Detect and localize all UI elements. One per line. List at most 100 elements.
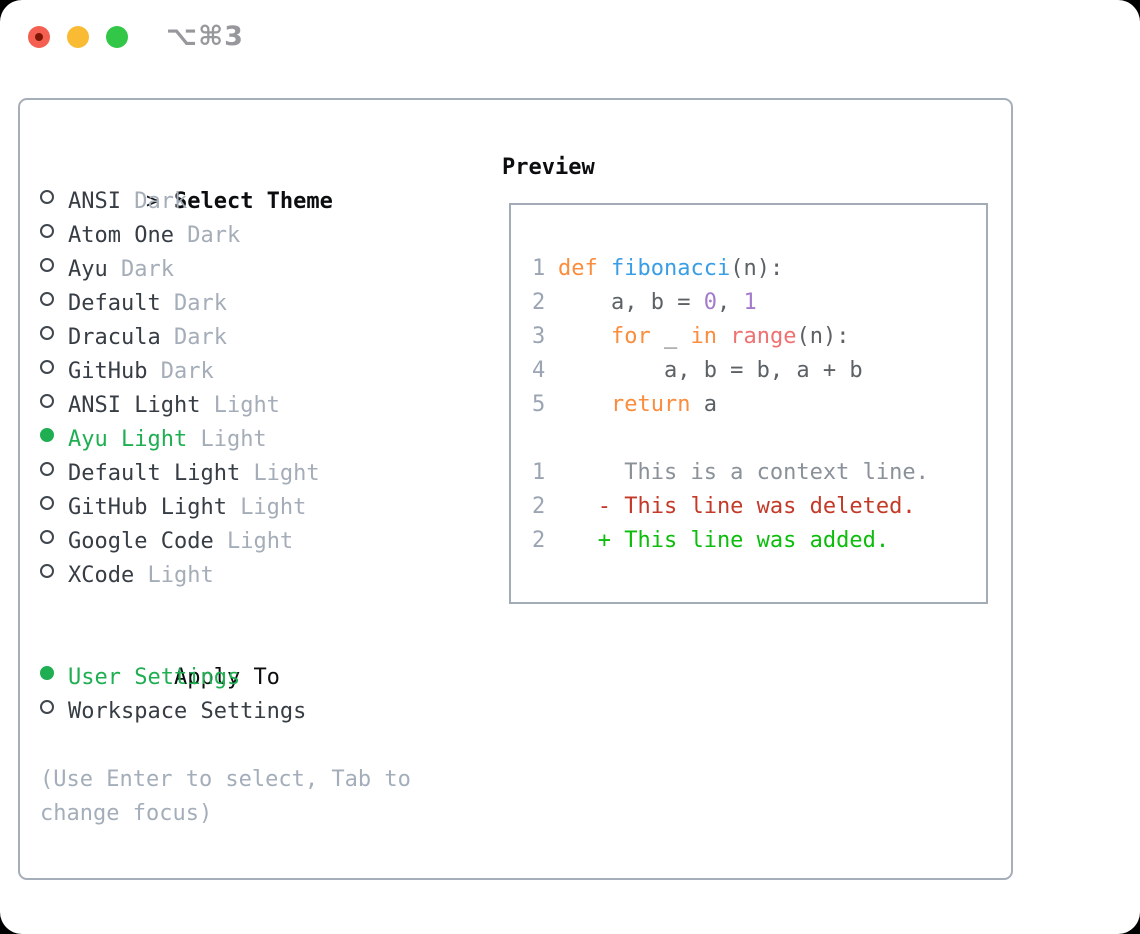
code-segment-default: _	[650, 324, 691, 349]
window-shortcut-label: ⌥⌘3	[166, 21, 244, 52]
theme-name: ANSI	[68, 189, 135, 214]
radio-icon	[40, 389, 68, 423]
code-line: 1 This is a context line.	[532, 456, 986, 490]
radio-selected-icon	[40, 661, 68, 695]
code-line: 4 a, b = b, a + b	[532, 354, 986, 388]
spacer	[40, 729, 440, 763]
radio-icon	[40, 287, 68, 321]
radio-icon	[40, 321, 68, 355]
code-line: 2 + This line was added.	[532, 524, 986, 558]
apply-option-label: User Settings	[68, 665, 241, 690]
line-number: 1	[532, 460, 546, 485]
code-segment-default: (n):	[796, 324, 850, 349]
code-line: 3 for _ in range(n):	[532, 320, 986, 354]
theme-name: Google Code	[68, 529, 227, 554]
apply-option-workspace-settings[interactable]: Workspace Settings	[40, 695, 440, 729]
spacer	[40, 593, 440, 627]
theme-variant-label: Dark	[173, 291, 227, 316]
theme-variant-label: Dark	[187, 223, 241, 248]
line-number: 4	[532, 358, 546, 383]
theme-variant-label: Light	[213, 393, 280, 418]
theme-option-default[interactable]: Default Dark	[40, 287, 440, 321]
theme-option-ayu[interactable]: Ayu Dark	[40, 253, 440, 287]
radio-icon	[40, 559, 68, 593]
theme-variant-label: Dark	[134, 189, 188, 214]
theme-variant-label: Light	[253, 461, 320, 486]
code-segment-context: This is a context line.	[558, 460, 929, 485]
radio-icon	[40, 253, 68, 287]
code-segment-default	[717, 324, 730, 349]
theme-variant-label: Dark	[160, 359, 214, 384]
line-number: 2	[532, 290, 546, 315]
code-line	[532, 422, 986, 456]
line-number: 5	[532, 392, 546, 417]
radio-icon	[40, 525, 68, 559]
theme-option-google-code[interactable]: Google Code Light	[40, 525, 440, 559]
theme-variant-label: Light	[200, 427, 267, 452]
code-segment-function: fibonacci	[610, 256, 731, 281]
code-line: 2 - This line was deleted.	[532, 490, 986, 524]
theme-option-ayu-light[interactable]: Ayu Light Light	[40, 423, 440, 457]
close-button[interactable]	[28, 26, 50, 48]
theme-name: Atom One	[68, 223, 188, 248]
code-line: 2 a, b = 0, 1	[532, 286, 986, 320]
theme-variant-label: Light	[226, 529, 294, 554]
theme-name: Default	[68, 291, 174, 316]
theme-variant-label: Light	[240, 495, 307, 520]
code-segment-default	[558, 392, 611, 417]
theme-name: GitHub	[68, 359, 161, 384]
theme-option-atom-one[interactable]: Atom One Dark	[40, 219, 440, 253]
apply-option-label: Workspace Settings	[68, 699, 307, 724]
theme-name: XCode	[68, 563, 148, 588]
code-segment-default: a, b =	[558, 290, 704, 315]
code-segment-keyword: def	[558, 256, 611, 281]
theme-name: GitHub Light	[68, 495, 241, 520]
radio-icon	[40, 457, 68, 491]
apply-to-header: Apply To	[40, 627, 440, 690]
titlebar: ⌥⌘3	[0, 0, 1140, 70]
code-segment-number: 1	[743, 290, 757, 315]
line-number: 3	[532, 324, 546, 349]
code-segment-number: 0	[703, 290, 717, 315]
code-segment-call: range	[730, 324, 797, 349]
radio-icon	[40, 491, 68, 525]
theme-option-github-light[interactable]: GitHub Light Light	[40, 491, 440, 525]
line-number: 1	[532, 256, 546, 281]
code-segment-default: a, b = b, a + b	[558, 358, 863, 383]
theme-option-xcode[interactable]: XCode Light	[40, 559, 440, 593]
theme-option-default-light[interactable]: Default Light Light	[40, 457, 440, 491]
theme-name: Dracula	[68, 325, 174, 350]
code-line: 1 def fibonacci(n):	[532, 252, 986, 286]
theme-variant-label: Dark	[173, 325, 227, 350]
code-segment-default	[558, 324, 611, 349]
theme-option-ansi[interactable]: ANSI Dark	[40, 185, 440, 219]
zoom-button[interactable]	[106, 26, 128, 48]
radio-icon	[40, 695, 68, 729]
apply-to-title: Apply To	[173, 665, 280, 690]
theme-option-ansi-light[interactable]: ANSI Light Light	[40, 389, 440, 423]
code-line: 5 return a	[532, 388, 986, 422]
line-number: 2	[532, 494, 546, 519]
radio-icon	[40, 185, 68, 219]
theme-option-dracula[interactable]: Dracula Dark	[40, 321, 440, 355]
code-segment-keyword: in	[690, 324, 717, 349]
select-theme-title: Select Theme	[173, 189, 333, 214]
code-segment-deleted: - This line was deleted.	[558, 494, 916, 519]
line-number: 2	[532, 528, 546, 553]
apply-option-user-settings[interactable]: User Settings	[40, 661, 440, 695]
code-segment-default: (n):	[730, 256, 784, 281]
theme-name: ANSI Light	[68, 393, 214, 418]
theme-option-github[interactable]: GitHub Dark	[40, 355, 440, 389]
selection-cursor-icon: >	[145, 189, 160, 214]
minimize-button[interactable]	[67, 26, 89, 48]
radio-icon	[40, 219, 68, 253]
theme-name: Ayu	[68, 257, 121, 282]
code-segment-keyword: return	[610, 392, 691, 417]
theme-name: Default Light	[68, 461, 254, 486]
